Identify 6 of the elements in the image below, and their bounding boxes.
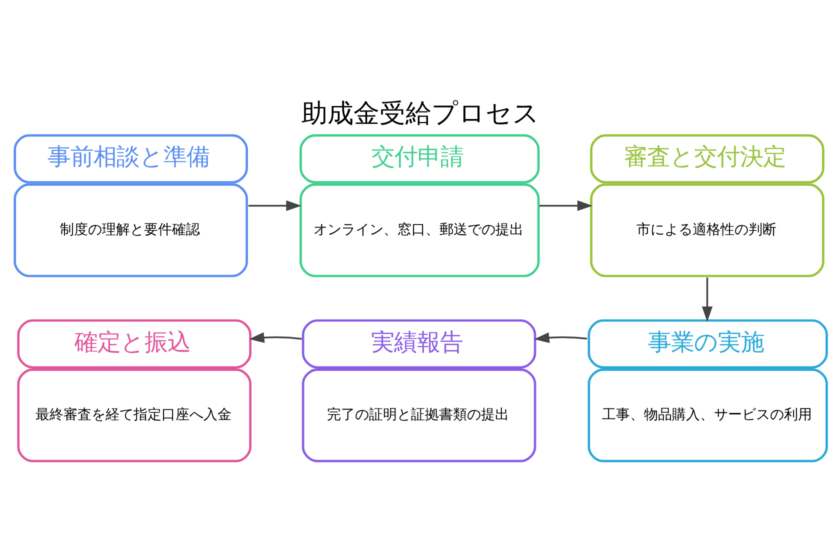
arrow	[248, 332, 302, 343]
arrow	[539, 200, 592, 212]
arrow	[534, 332, 587, 343]
diagram-title: 助成金受給プロセス	[301, 99, 539, 130]
arrow	[701, 278, 712, 322]
arrow	[248, 200, 301, 212]
